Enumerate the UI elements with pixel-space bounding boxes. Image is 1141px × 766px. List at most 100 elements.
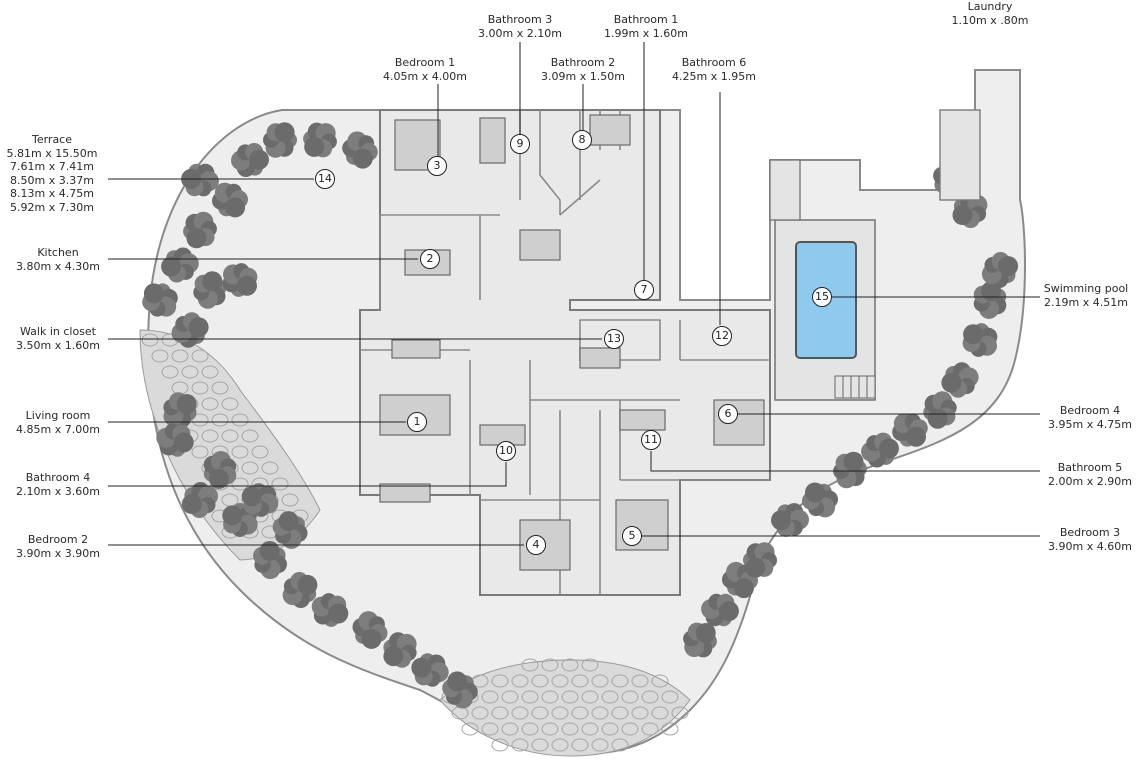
bedroom-3-name: Bedroom 3 — [1059, 526, 1121, 539]
bedroom-2-name: Bedroom 2 — [27, 533, 89, 546]
shrub-cluster — [923, 391, 957, 429]
shrub-cluster — [181, 163, 219, 197]
paving-stone — [501, 722, 519, 736]
label-bathroom-6: Bathroom 6 4.25m x 1.95m — [672, 56, 756, 83]
shrub-cluster — [442, 671, 478, 709]
shrub-cluster — [222, 503, 258, 537]
paving-stone — [531, 706, 549, 720]
paving-stone — [191, 349, 209, 363]
shrub-cluster — [352, 611, 388, 649]
paving-stone — [521, 690, 539, 704]
paving-stone — [561, 722, 579, 736]
marker-13: 13 — [604, 329, 624, 349]
paving-stone — [171, 349, 189, 363]
paving-stone — [591, 738, 609, 752]
paving-stone — [581, 722, 599, 736]
paving-stone — [571, 674, 589, 688]
label-terrace: Terrace 5.81m x 15.50m 7.61m x 7.41m 8.5… — [7, 133, 98, 214]
paving-stone — [151, 349, 169, 363]
paving-stone — [251, 445, 269, 459]
walk-in-closet-name: Walk in closet — [19, 325, 97, 338]
marker-15: 15 — [812, 287, 832, 307]
paving-stone — [231, 413, 249, 427]
paving-stone — [641, 690, 659, 704]
paving-stone — [621, 722, 639, 736]
bedroom-2-dims: 3.90m x 3.90m — [16, 546, 100, 560]
living-room-name: Living room — [25, 409, 91, 422]
paving-stone — [281, 493, 299, 507]
bathroom-2-dims: 3.09m x 1.50m — [541, 69, 625, 83]
label-kitchen: Kitchen 3.80m x 4.30m — [16, 246, 100, 273]
laundry-dims: 1.10m x .80m — [951, 13, 1029, 27]
shrub-cluster — [183, 211, 217, 249]
bathroom-5-name: Bathroom 5 — [1057, 461, 1123, 474]
paving-stone — [201, 365, 219, 379]
paving-stone — [581, 658, 599, 672]
marker-12: 12 — [712, 326, 732, 346]
paving-stone — [191, 413, 209, 427]
shrub-cluster — [383, 632, 417, 668]
marker-14: 14 — [315, 169, 335, 189]
marker-8: 8 — [572, 130, 592, 150]
paving-stone — [261, 461, 279, 475]
paving-stone — [511, 706, 529, 720]
paving-stone — [591, 674, 609, 688]
paving-stone — [181, 365, 199, 379]
paving-stone — [221, 397, 239, 411]
shrub-cluster — [861, 432, 899, 468]
paving-stone — [221, 429, 239, 443]
shrub-cluster — [941, 362, 979, 398]
terrace-dims-3: 8.50m x 3.37m — [10, 173, 94, 187]
kitchen-dims: 3.80m x 4.30m — [16, 259, 100, 273]
shrub-cluster — [171, 312, 209, 348]
shrub-cluster — [683, 622, 717, 658]
label-bathroom-3: Bathroom 3 3.00m x 2.10m — [478, 13, 562, 40]
kitchen-name: Kitchen — [37, 246, 79, 259]
label-bedroom-2: Bedroom 2 3.90m x 3.90m — [16, 533, 100, 560]
bathroom-1-dims: 1.99m x 1.60m — [604, 26, 688, 40]
shrub-cluster — [222, 263, 258, 297]
paving-stone — [661, 690, 679, 704]
shrub-cluster — [411, 653, 449, 687]
paving-stone — [191, 445, 209, 459]
pool-steps — [834, 375, 876, 399]
bathroom-3-name: Bathroom 3 — [487, 13, 553, 26]
label-bathroom-2: Bathroom 2 3.09m x 1.50m — [541, 56, 625, 83]
shrub-cluster — [231, 143, 269, 177]
shrub-cluster — [981, 252, 1019, 288]
shrub-cluster — [771, 503, 809, 537]
terrace-dims-5: 5.92m x 7.30m — [10, 200, 94, 214]
paving-stone — [211, 381, 229, 395]
paving-stone — [541, 658, 559, 672]
shrub-cluster — [161, 247, 199, 283]
paving-stone — [481, 690, 499, 704]
shrub-cluster — [802, 482, 838, 518]
paving-stone — [571, 706, 589, 720]
label-swimming-pool: Swimming pool 2.19m x 4.51m — [1044, 282, 1128, 309]
bedroom-1-name: Bedroom 1 — [394, 56, 456, 69]
paving-stone — [141, 333, 159, 347]
shrub-cluster — [833, 451, 867, 489]
shrub-cluster — [263, 122, 297, 158]
laundry-block — [769, 109, 981, 221]
label-bathroom-1: Bathroom 1 1.99m x 1.60m — [604, 13, 688, 40]
label-bedroom-3: Bedroom 3 3.90m x 4.60m — [1048, 526, 1132, 553]
label-bathroom-4: Bathroom 4 2.10m x 3.60m — [16, 471, 100, 498]
shrub-cluster — [142, 283, 178, 317]
bathroom-6-name: Bathroom 6 — [681, 56, 747, 69]
paving-stone — [271, 477, 289, 491]
paving-stone — [201, 429, 219, 443]
shrub-cluster — [272, 511, 308, 549]
paving-stone — [491, 738, 509, 752]
bedroom-4-dims: 3.95m x 4.75m — [1048, 417, 1132, 431]
shrub-cluster — [892, 413, 928, 447]
terrace-dims-4: 8.13m x 4.75m — [10, 187, 94, 200]
paving-stone — [471, 706, 489, 720]
shrub-cluster — [303, 122, 337, 158]
paving-stone — [671, 706, 689, 720]
paving-stone — [601, 690, 619, 704]
marker-2: 2 — [420, 249, 440, 269]
laundry-name: Laundry — [967, 0, 1013, 13]
paving-stone — [541, 690, 559, 704]
shrub-cluster — [701, 593, 739, 627]
